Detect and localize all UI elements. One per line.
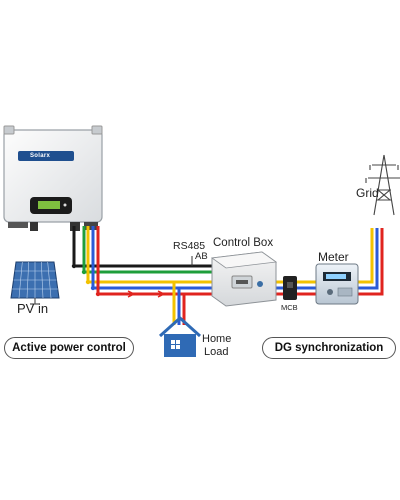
mcb-breaker xyxy=(283,276,297,300)
home-load-label-line1: Home xyxy=(202,333,232,345)
energy-meter xyxy=(315,263,359,305)
home-icon xyxy=(158,315,202,357)
rs485-ab-label: AB xyxy=(195,251,208,262)
control-box-label: Control Box xyxy=(213,237,274,249)
active-power-control-pill: Active power control xyxy=(4,337,134,359)
solar-panel-icon xyxy=(10,261,60,305)
pv-in-label: PV in xyxy=(17,301,49,316)
control-box xyxy=(210,251,278,307)
dg-synchronization-pill: DG synchronization xyxy=(262,337,396,359)
transmission-tower-icon xyxy=(365,154,400,216)
inverter xyxy=(3,125,103,231)
inverter-brand-badge: Solarx xyxy=(18,151,74,161)
mcb-label: MCB xyxy=(281,303,298,312)
home-load-label-line2: Load xyxy=(204,346,229,358)
rs485-label: RS485 xyxy=(173,240,206,252)
grid-label: Grid xyxy=(356,186,379,200)
meter-label: Meter xyxy=(318,250,349,264)
